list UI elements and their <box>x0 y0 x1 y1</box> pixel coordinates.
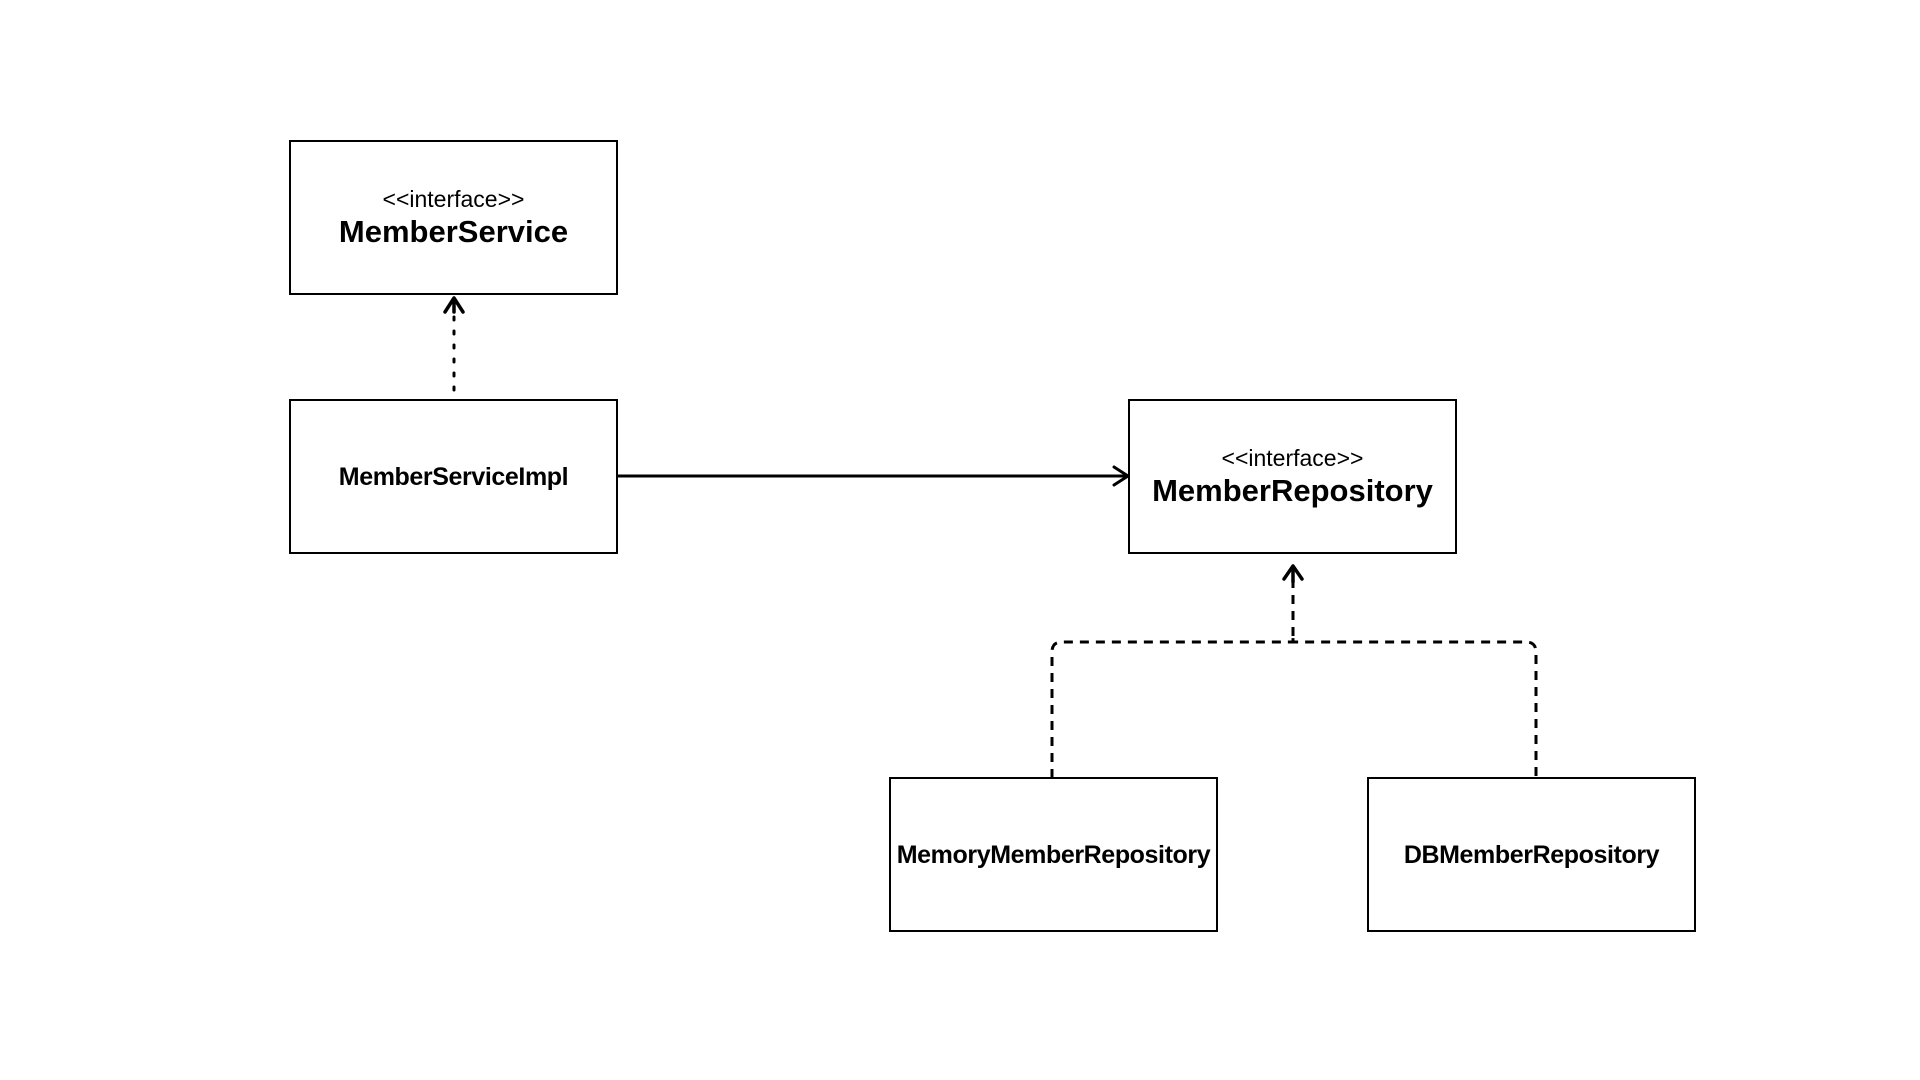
member-service-stereotype: <<interface>> <box>382 185 525 212</box>
node-memory-member-repository[interactable]: MemoryMemberRepository <box>889 777 1218 932</box>
node-member-service[interactable]: <<interface>> MemberService <box>289 140 618 295</box>
member-service-impl-name: MemberServiceImpl <box>338 462 569 491</box>
node-member-service-impl[interactable]: MemberServiceImpl <box>289 399 618 554</box>
edge-db-repo-to-member-repository <box>1293 640 1538 776</box>
node-member-repository[interactable]: <<interface>> MemberRepository <box>1128 399 1457 554</box>
node-db-member-repository[interactable]: DBMemberRepository <box>1367 777 1696 932</box>
db-member-repository-name: DBMemberRepository <box>1403 840 1660 869</box>
member-repository-stereotype: <<interface>> <box>1221 444 1364 471</box>
edge-memory-repo-to-member-repository <box>1050 636 1295 778</box>
arrowhead-member-service <box>443 296 465 314</box>
member-service-name: MemberService <box>338 213 569 249</box>
member-repository-name: MemberRepository <box>1152 472 1433 508</box>
arrowhead-repo-interface <box>1282 564 1304 581</box>
memory-member-repository-name: MemoryMemberRepository <box>896 840 1211 869</box>
